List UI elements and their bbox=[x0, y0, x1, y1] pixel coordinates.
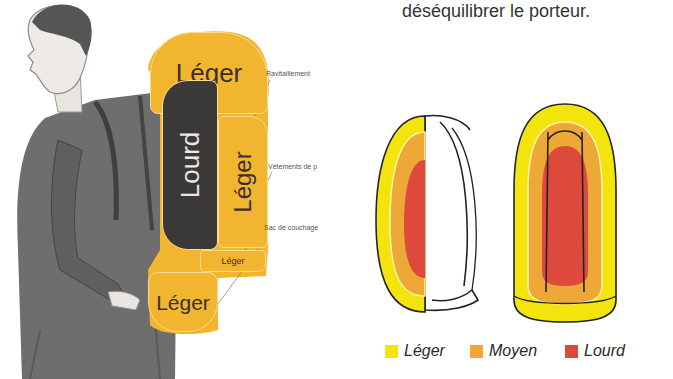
legend-entry: Lourd bbox=[565, 342, 625, 360]
weight-label: Léger bbox=[221, 257, 244, 266]
leader-line bbox=[212, 80, 272, 312]
legend-swatch bbox=[385, 345, 398, 358]
caption-text: déséquilibrer le porteur. bbox=[402, 2, 590, 20]
legend-entry: Moyen bbox=[470, 342, 537, 360]
legend-swatch bbox=[470, 345, 483, 358]
callout-label: Vêtements de p bbox=[268, 163, 317, 170]
legend-text: Moyen bbox=[489, 342, 537, 360]
legend-text: Lourd bbox=[584, 342, 625, 360]
weight-label: Lourd bbox=[177, 132, 203, 199]
front-view-pack bbox=[514, 104, 616, 322]
pack-compartment: Léger bbox=[200, 250, 266, 272]
weight-label: Léger bbox=[156, 292, 210, 313]
weight-label: Léger bbox=[231, 151, 255, 212]
callout-label: Sac de couchage bbox=[264, 224, 318, 231]
legend-text: Léger bbox=[404, 342, 445, 360]
backpack-body bbox=[148, 31, 269, 334]
callout-label: Ravitaillement bbox=[266, 70, 310, 77]
pack-compartment: Lourd bbox=[162, 80, 218, 250]
legend-entry: Léger bbox=[385, 342, 445, 360]
pack-compartment: Léger bbox=[218, 116, 268, 248]
side-view-pack bbox=[376, 116, 478, 312]
legend-swatch bbox=[565, 345, 578, 358]
pack-compartment: Léger bbox=[148, 272, 218, 332]
